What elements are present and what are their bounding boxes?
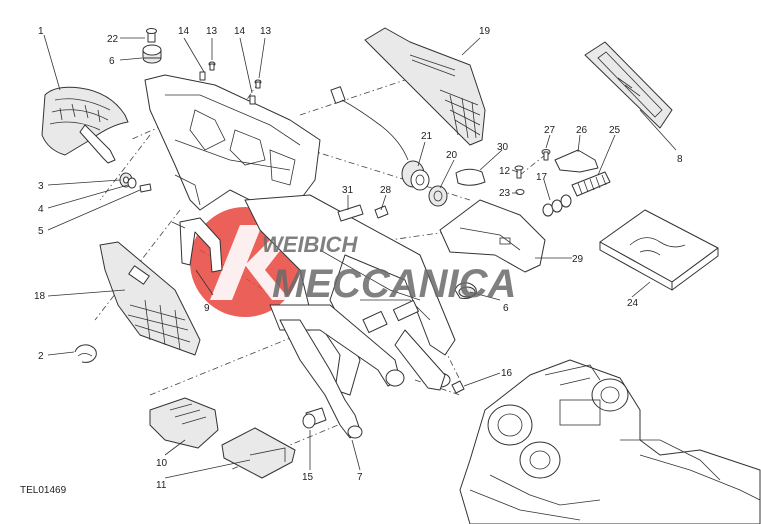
callout-6-top: 6 — [109, 56, 115, 67]
callout-18: 18 — [34, 291, 46, 302]
callout-4: 4 — [38, 204, 44, 215]
callout-22: 22 — [107, 34, 119, 45]
callout-28: 28 — [380, 185, 392, 196]
bolt-13-b-part — [254, 79, 262, 89]
watermark-text: WEIBICH MECCANICA — [262, 232, 516, 306]
spring-25-part — [571, 171, 611, 197]
callout-9: 9 — [204, 303, 210, 314]
callout-3: 3 — [38, 181, 44, 192]
bracket-26-part — [554, 149, 599, 173]
callout-26: 26 — [576, 125, 588, 136]
washer-23-part — [515, 189, 525, 195]
pouch-11-part — [221, 427, 296, 479]
callout-30: 30 — [497, 142, 509, 153]
watermark-line1: WEIBICH — [262, 232, 358, 257]
grommet-6-bottom-part — [458, 286, 476, 298]
callout-19: 19 — [479, 26, 491, 37]
pad-31-part — [337, 204, 364, 222]
side-cover-18-part — [99, 241, 201, 356]
bolt-13-a-part — [208, 61, 216, 71]
callout-labels: 1 2 3 4 5 6 6 7 8 9 10 11 12 13 13 14 14… — [34, 26, 683, 491]
callout-17: 17 — [536, 172, 548, 183]
manual-24-part — [599, 209, 719, 291]
badge-8-part — [584, 41, 673, 129]
callout-27: 27 — [544, 125, 556, 136]
callout-25: 25 — [609, 125, 621, 136]
callout-31: 31 — [342, 185, 354, 196]
screw-5-part — [139, 183, 152, 193]
tail-light-part — [41, 86, 129, 164]
bolt-15-part — [302, 407, 327, 429]
bolt-22-part — [146, 28, 157, 43]
callout-5: 5 — [38, 226, 44, 237]
cable-21-part — [330, 86, 430, 191]
diagram-code: TEL01469 — [20, 485, 67, 496]
callout-14-a: 14 — [178, 26, 190, 37]
bolt-14-a-part — [199, 71, 206, 81]
clamp-2-part — [74, 344, 97, 363]
leader-lines — [43, 34, 677, 479]
callout-1: 1 — [38, 26, 44, 37]
callout-20: 20 — [446, 150, 458, 161]
callout-24: 24 — [627, 298, 639, 309]
callout-13-a: 13 — [206, 26, 218, 37]
callout-14-b: 14 — [234, 26, 246, 37]
pad-30-part — [455, 168, 486, 186]
callout-2: 2 — [38, 351, 44, 362]
screw-12-part — [514, 165, 524, 179]
lower-frame-part — [244, 194, 456, 439]
callout-23: 23 — [499, 188, 511, 199]
callout-6-bottom: 6 — [503, 303, 509, 314]
rear-subframe-part — [144, 74, 321, 211]
bolt-14-b-part — [249, 95, 256, 105]
clip-16-part — [451, 380, 465, 394]
callout-8: 8 — [677, 154, 683, 165]
screw-27-part — [541, 149, 551, 161]
plug-20-part — [428, 185, 448, 207]
side-cover-19-part — [364, 27, 486, 146]
callout-15: 15 — [302, 472, 314, 483]
spacer-4-part — [127, 177, 137, 189]
callout-13-b: 13 — [260, 26, 272, 37]
watermark-line2: MECCANICA — [272, 262, 516, 306]
callout-29: 29 — [572, 254, 584, 265]
callout-16: 16 — [501, 368, 513, 379]
foam-10-part — [149, 397, 219, 449]
callout-11: 11 — [156, 480, 167, 491]
bracket-9-part — [171, 217, 223, 273]
engine-part — [459, 359, 761, 524]
washers-17-part — [542, 194, 572, 217]
callout-21: 21 — [421, 131, 433, 142]
callout-12: 12 — [499, 166, 511, 177]
grommet-6-top-part — [142, 44, 162, 64]
callout-10: 10 — [156, 458, 168, 469]
callout-7: 7 — [357, 472, 363, 483]
